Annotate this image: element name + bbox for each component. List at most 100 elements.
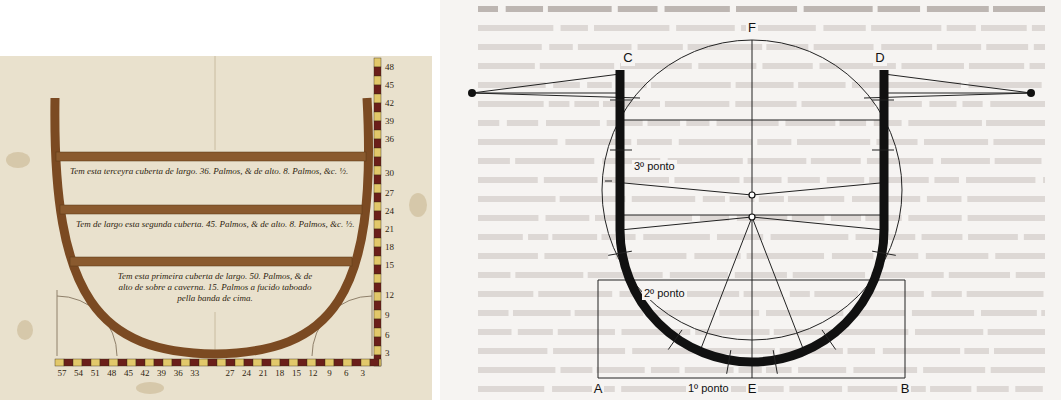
faded-line: [736, 6, 797, 12]
scale-segment: [271, 359, 280, 366]
page-ground: [440, 0, 1061, 400]
scale-number: 51: [91, 368, 100, 379]
faded-line: [528, 234, 548, 240]
faded-line: [688, 44, 763, 50]
faded-line: [561, 367, 593, 373]
faded-line: [651, 82, 731, 88]
scale-segment: [374, 256, 381, 265]
faded-line: [478, 367, 555, 373]
scale-number: 48: [107, 368, 116, 379]
scale-segment: [374, 76, 381, 85]
faded-line: [937, 44, 981, 50]
scale-segment: [374, 202, 381, 211]
scale-number: 6: [385, 330, 390, 341]
faded-line: [871, 25, 941, 31]
scale-segment: [172, 359, 181, 366]
scale-number: 33: [190, 368, 199, 379]
scale-segment: [145, 359, 154, 366]
scale-segment: [289, 359, 298, 366]
faded-line: [507, 120, 538, 126]
faded-line: [478, 158, 510, 164]
faded-line: [552, 386, 615, 392]
faded-line: [915, 329, 983, 335]
scale-number: 24: [242, 368, 251, 379]
faded-line: [515, 272, 583, 278]
scale-segment: [374, 175, 381, 184]
faded-line: [883, 348, 960, 354]
scale-segment: [217, 359, 226, 366]
faded-line: [967, 196, 1045, 202]
faded-line: [544, 177, 598, 183]
scale-number: 54: [74, 368, 83, 379]
faded-line: [478, 44, 542, 50]
scale-segment: [374, 346, 381, 355]
faded-line: [643, 234, 710, 240]
scale-segment: [374, 139, 381, 148]
faded-line: [878, 6, 920, 12]
deck-caption: Tem esta primeira cuberta de largo. 50. …: [108, 271, 322, 303]
faded-line: [811, 158, 861, 164]
scale-number: 9: [385, 310, 390, 321]
scale-segment: [208, 359, 217, 366]
faded-line: [478, 120, 499, 126]
faded-line: [827, 177, 864, 183]
faded-line: [685, 367, 734, 373]
scale-segment: [374, 157, 381, 166]
faded-line: [587, 82, 612, 88]
faded-line: [553, 348, 625, 354]
faded-line: [665, 101, 729, 107]
faded-line: [735, 101, 796, 107]
scale-segment: [163, 359, 172, 366]
scale-segment: [181, 359, 190, 366]
scale-number: 39: [385, 116, 394, 127]
faded-line: [478, 386, 544, 392]
scale-segment: [374, 184, 381, 193]
scale-number: 57: [58, 368, 67, 379]
faded-line: [981, 310, 1037, 316]
faded-line: [651, 367, 679, 373]
parchment: [0, 56, 432, 400]
faded-line: [618, 6, 658, 12]
faded-line: [648, 120, 681, 126]
faded-line: [785, 120, 835, 126]
faded-line: [717, 234, 763, 240]
faded-line: [934, 177, 959, 183]
scale-number: 39: [157, 368, 166, 379]
point-label: 3º ponto: [632, 160, 677, 173]
faded-line: [607, 120, 643, 126]
faded-line: [969, 63, 1024, 69]
scale-number: 12: [309, 368, 318, 379]
scale-segment: [253, 359, 262, 366]
faded-line: [1043, 177, 1045, 183]
faded-line: [986, 44, 1028, 50]
scale-number: 9: [327, 368, 332, 379]
scale-segment: [262, 359, 271, 366]
faded-line: [686, 120, 709, 126]
faded-line: [839, 120, 866, 126]
faded-line: [478, 310, 509, 316]
faded-line: [604, 177, 669, 183]
tick-mark: [727, 350, 731, 374]
point-letter: D: [873, 50, 886, 66]
faded-line: [506, 6, 543, 12]
scale-bar: [55, 58, 381, 366]
faded-line: [553, 82, 580, 88]
faded-line: [478, 291, 533, 297]
faded-line: [853, 367, 917, 373]
faded-line: [814, 291, 858, 297]
tick-mark: [872, 100, 894, 101]
faded-line: [929, 101, 956, 107]
scale-number: 21: [385, 224, 394, 235]
deck-plank: [56, 152, 366, 266]
scale-segment: [343, 359, 352, 366]
tick-mark: [773, 350, 777, 374]
faded-line: [674, 177, 739, 183]
scale-number: 15: [292, 368, 301, 379]
faded-text-lines: [478, 6, 1045, 392]
tick-mark: [668, 330, 682, 350]
faded-line: [478, 25, 553, 31]
faded-line: [548, 6, 612, 12]
tick-mark: [822, 330, 836, 350]
faded-line: [637, 139, 672, 145]
scale-segment: [374, 337, 381, 346]
